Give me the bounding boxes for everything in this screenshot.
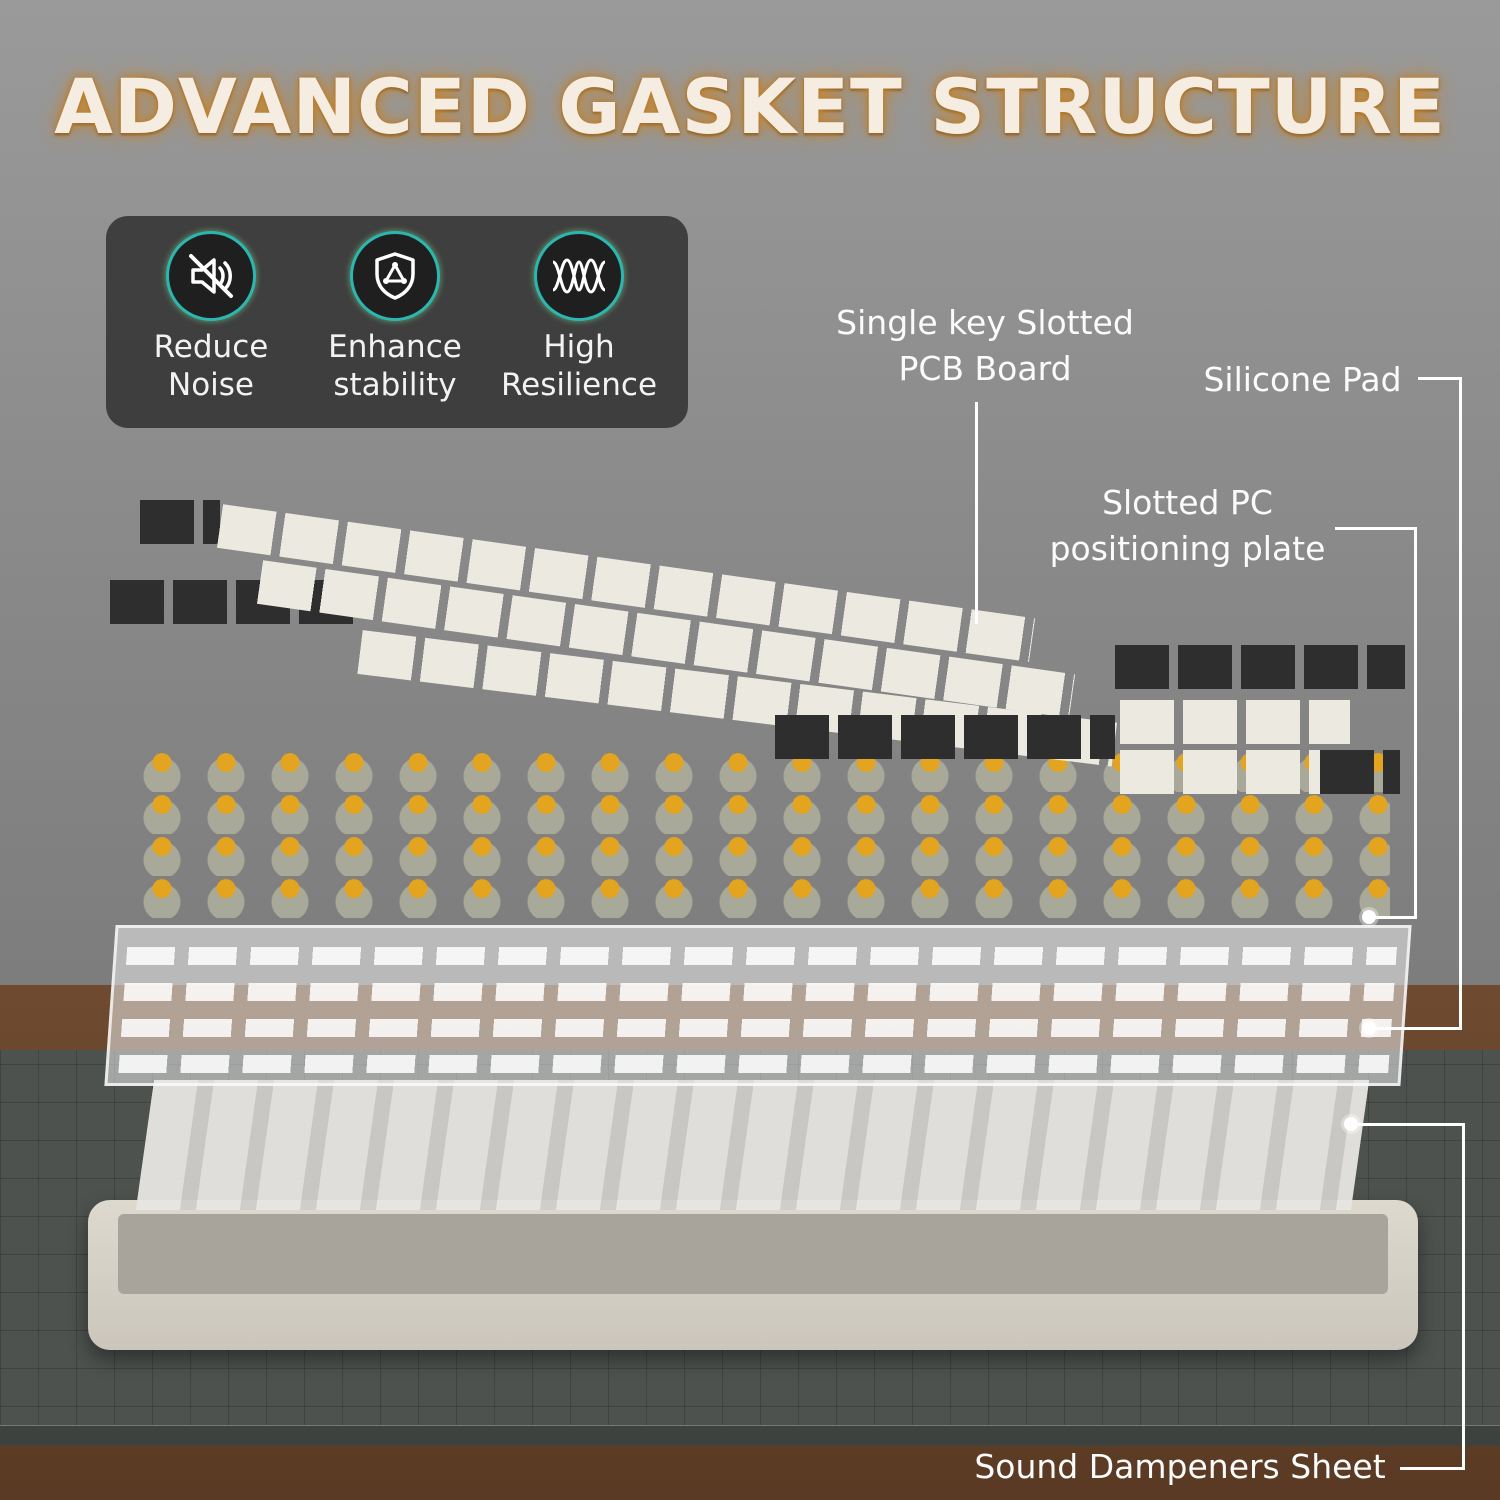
waveform-icon	[537, 234, 621, 318]
callout-pcb-board: Single key Slotted PCB Board	[836, 303, 1134, 388]
leader-line	[975, 402, 978, 624]
callout-marker	[1344, 1117, 1358, 1131]
keycap-row	[1320, 750, 1400, 794]
keyboard-case	[88, 1200, 1418, 1350]
leader-line	[1372, 916, 1417, 919]
feature-high-resilience: High Resilience	[484, 234, 674, 404]
shield-icon	[353, 234, 437, 318]
keycap-layer	[100, 500, 1405, 800]
feature-label: High Resilience	[500, 329, 658, 403]
feature-enhance-stability: Enhance stability	[300, 234, 490, 404]
features-panel: Reduce Noise Enhance stability High Resi…	[106, 216, 688, 428]
leader-line	[1352, 1123, 1465, 1126]
leader-line	[1400, 1467, 1465, 1470]
keycap-row	[140, 500, 220, 544]
mat-ruler	[0, 1425, 1500, 1446]
leader-line	[1459, 377, 1462, 1030]
leader-line	[1414, 527, 1417, 919]
pcb-board	[135, 1080, 1370, 1210]
keycap-row	[775, 715, 1115, 759]
leader-line	[1335, 527, 1417, 530]
callout-positioning-plate: Slotted PC positioning plate	[1049, 483, 1326, 568]
callout-marker	[1362, 910, 1376, 924]
muted-speaker-icon	[169, 234, 253, 318]
positioning-plate	[104, 925, 1412, 1086]
leader-line	[1372, 1027, 1462, 1030]
callout-silicone-pad: Silicone Pad	[1203, 360, 1402, 399]
leader-line	[1418, 377, 1462, 380]
leader-line	[1462, 1123, 1465, 1470]
page-title: ADVANCED GASKET STRUCTURE	[54, 62, 1446, 151]
keycap-row	[1115, 645, 1405, 689]
feature-label: Enhance stability	[328, 329, 462, 403]
feature-reduce-noise: Reduce Noise	[116, 234, 306, 404]
callout-sound-dampener: Sound Dampeners Sheet	[974, 1447, 1386, 1486]
feature-label: Reduce Noise	[153, 329, 269, 403]
callout-marker	[1362, 1021, 1376, 1035]
keycap-row	[1120, 750, 1350, 794]
keycap-row	[1120, 700, 1350, 744]
